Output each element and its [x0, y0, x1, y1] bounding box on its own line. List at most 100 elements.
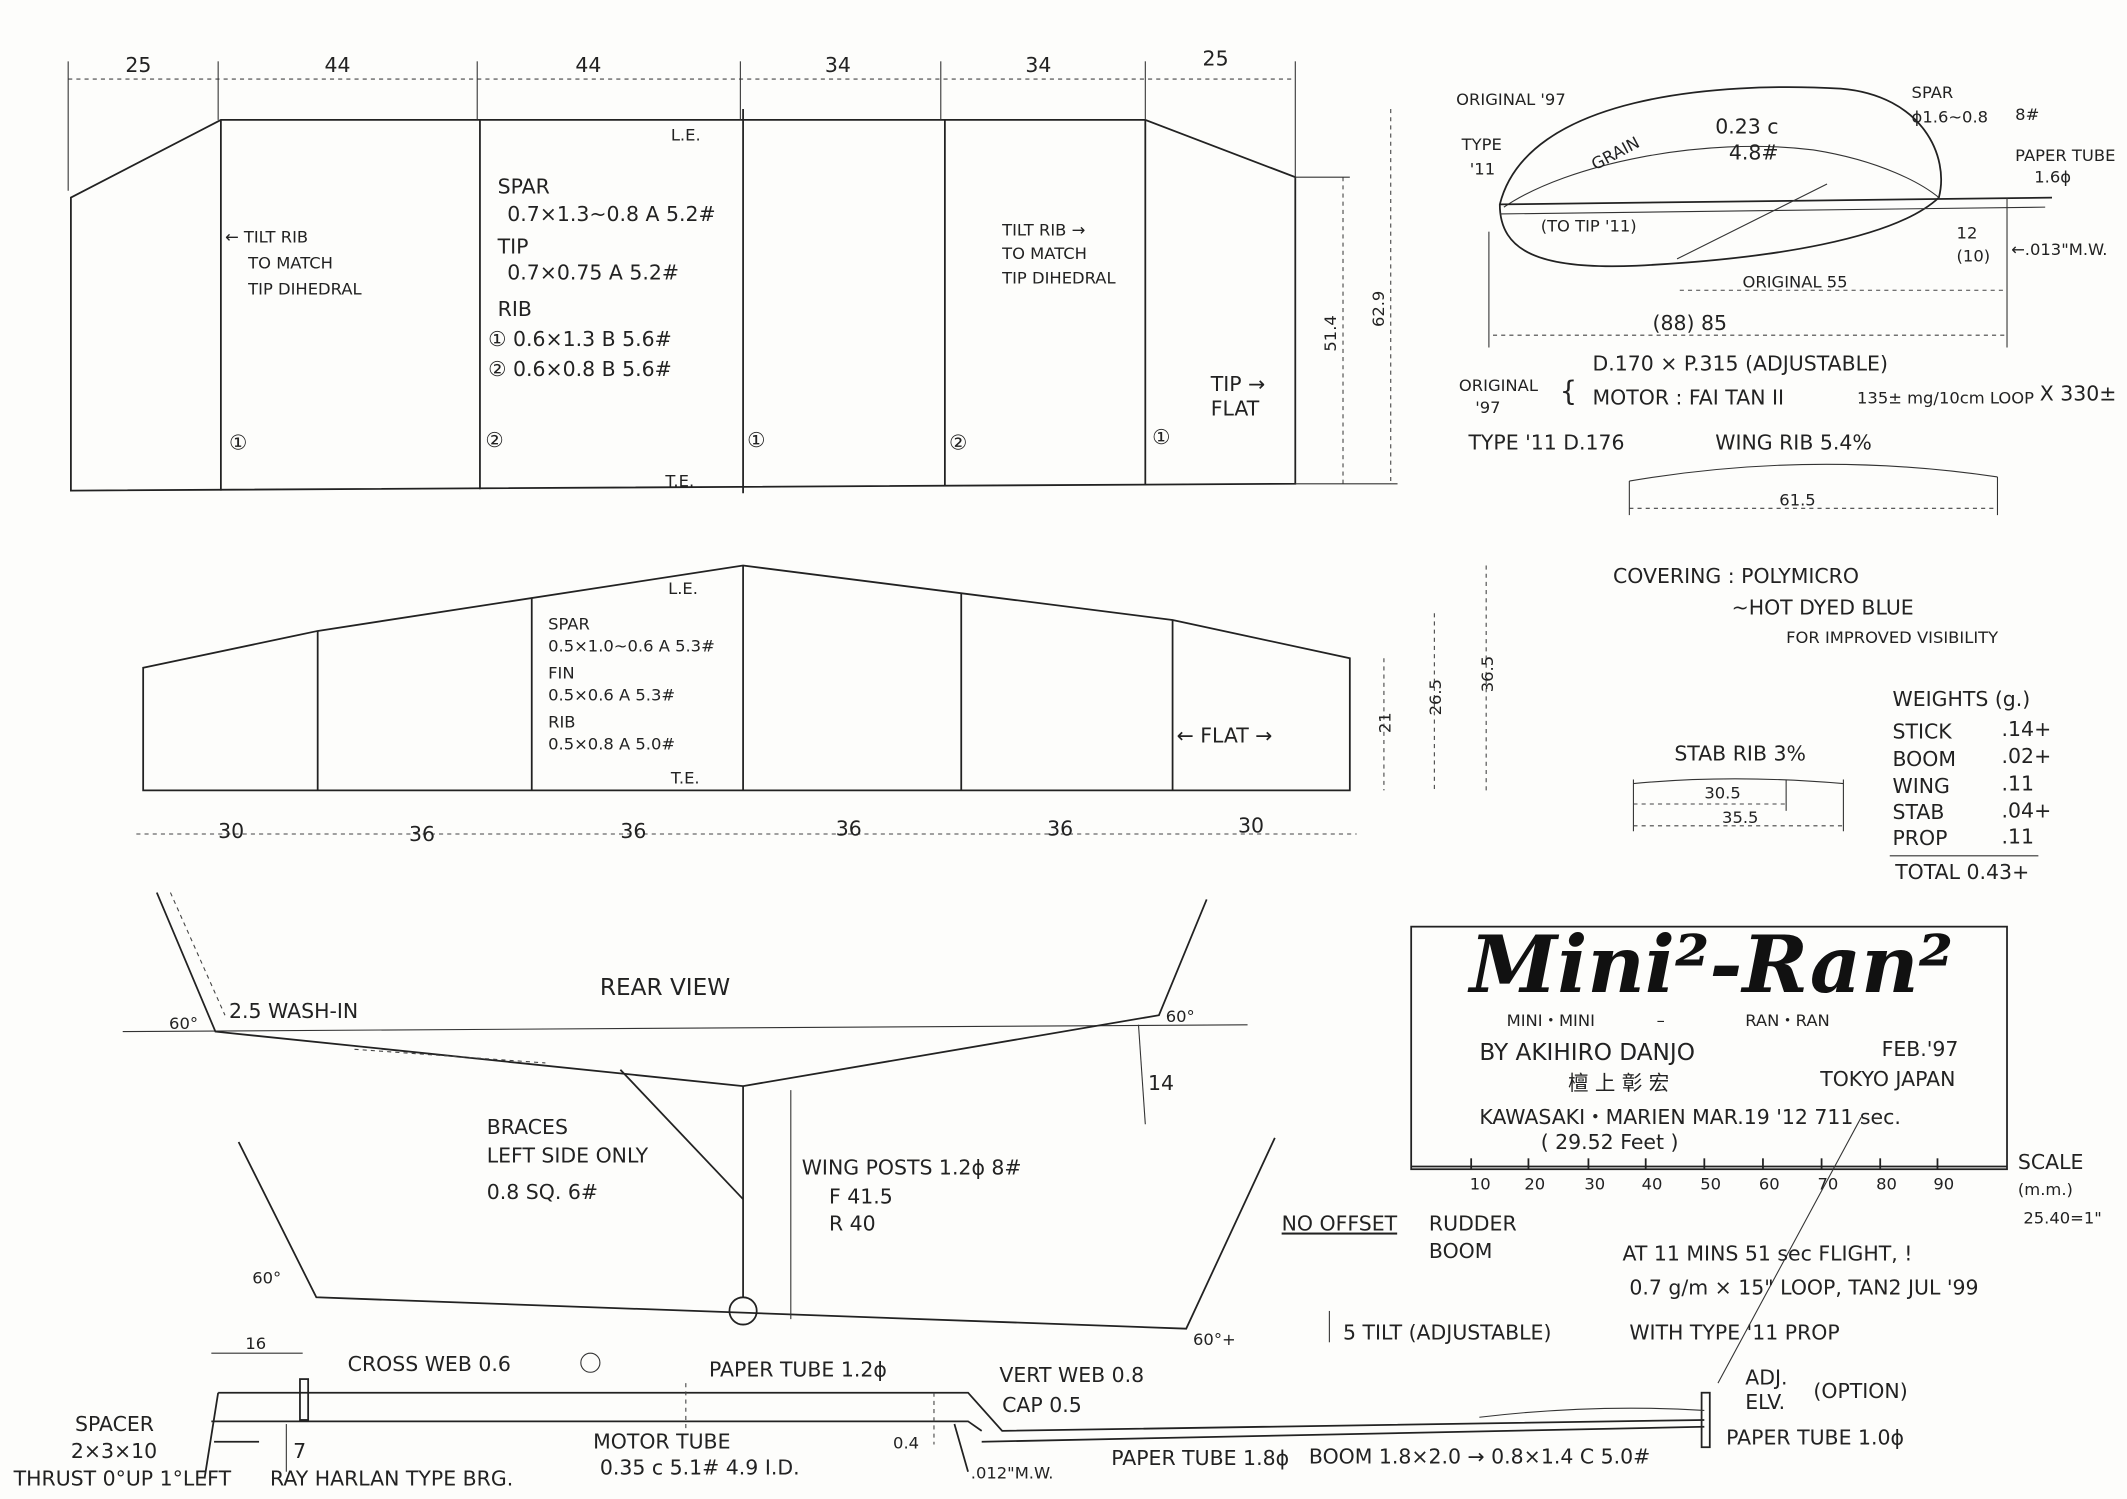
thrust-label: THRUST 0°UP 1°LEFT — [13, 1466, 232, 1490]
wing-dim-1: 25 — [125, 53, 151, 77]
braces-3: 0.8 SQ. 6# — [487, 1180, 598, 1204]
weight-value: .14+ — [2002, 717, 2052, 741]
bearing-height: 7 — [293, 1439, 306, 1463]
wing-dim-3: 44 — [575, 53, 601, 77]
fuselage-section — [728, 1296, 758, 1326]
spacer-size: 2×3×10 — [71, 1439, 157, 1463]
angle-label: 60° — [169, 1014, 198, 1033]
weight-label: STAB — [1892, 800, 1944, 824]
subtitle-2: – — [1657, 1011, 1665, 1030]
stab-outline — [142, 564, 1351, 792]
design-date: FEB.'97 — [1882, 1037, 1959, 1061]
wing-rib-length: 61.5 — [1779, 491, 1815, 510]
brace-symbol: { — [1560, 377, 1577, 408]
weights-title: WEIGHTS (g.) — [1892, 687, 2030, 711]
flight-note-line: 0.7 g/m × 15" LOOP, TAN2 JUL '99 — [1629, 1276, 1978, 1300]
gap-label: 0.4 — [893, 1434, 919, 1453]
wing-rib-profile — [1629, 463, 1998, 482]
stab-chord-tip: 21 — [1376, 712, 1395, 733]
spec-line: SPAR — [548, 615, 590, 634]
stab-chord-mid: 26.5 — [1426, 679, 1445, 715]
wing-plan: 25 44 44 34 34 25 L.E. T.E. 51.4 62.9 ← … — [67, 46, 1398, 494]
angle-label: 60°+ — [1193, 1330, 1236, 1349]
type11-diameter: TYPE '11 D.176 — [1467, 431, 1624, 455]
weight-label: STICK — [1892, 720, 1952, 744]
spec-line: 0.7×1.3~0.8 A 5.2# — [507, 202, 715, 226]
wing-rib-label: WING RIB 5.4% — [1715, 431, 1872, 455]
spec-line: 0.5×1.0~0.6 A 5.3# — [548, 636, 715, 655]
scale-ratio: 25.40=1" — [2023, 1209, 2101, 1228]
spec-line: ② 0.6×0.8 B 5.6# — [488, 357, 672, 381]
type11-label-1: TYPE — [1461, 135, 1502, 154]
weight-label: PROP — [1892, 826, 1947, 850]
wing-dim-5: 34 — [1025, 53, 1051, 77]
wing-posts-1: WING POSTS 1.2ϕ 8# — [802, 1156, 1022, 1180]
weight-value: .02+ — [2002, 744, 2052, 768]
spec-line: TIP — [497, 234, 529, 258]
spec-line: 0.5×0.6 A 5.3# — [548, 685, 675, 704]
covering-note: COVERING : POLYMICRO ~HOT DYED BLUE FOR … — [1613, 564, 1999, 647]
title-block: Mini²-Ran² MINI・MINI – RAN・RAN BY AKIHIR… — [1410, 918, 2102, 1228]
tilt-label: 5 TILT (ADJUSTABLE) — [1343, 1321, 1551, 1345]
to-tip-label: (TO TIP '11) — [1541, 217, 1637, 236]
paper-tube-size: 1.6ϕ — [2034, 168, 2071, 187]
bearing-label: RAY HARLAN TYPE BRG. — [270, 1466, 513, 1490]
wing-dim-2: 44 — [325, 53, 351, 77]
stab-spec: SPAR 0.5×1.0~0.6 A 5.3# FIN 0.5×0.6 A 5.… — [548, 615, 715, 754]
braces-1: BRACES — [487, 1115, 568, 1139]
prop-spar-size: ϕ1.6~0.8 — [1912, 108, 1988, 127]
spec-line: FIN — [548, 664, 574, 683]
model-title: Mini²-Ran² — [1467, 918, 1953, 1011]
wing-le-label: L.E. — [671, 125, 701, 144]
cross-web-label: CROSS WEB 0.6 — [348, 1352, 511, 1376]
propeller-drawing: ORIGINAL '97 TYPE '11 GRAIN 0.23 c 4.8# … — [1456, 83, 2116, 516]
tilt-rib-left-3: TIP DIHEDRAL — [247, 279, 362, 298]
braces-2: LEFT SIDE ONLY — [487, 1143, 649, 1167]
blade-thickness: 0.23 c — [1715, 115, 1778, 139]
stab-dim-5: 36 — [1047, 816, 1073, 840]
prop-spec-2: MOTOR : FAI TAN II — [1593, 386, 1785, 410]
scale-tick: 80 — [1876, 1175, 1897, 1194]
tilt-rib-right-2: TO MATCH — [1001, 244, 1087, 263]
scale-tick: 30 — [1584, 1175, 1605, 1194]
dihedral-rise: 14 — [1148, 1071, 1174, 1095]
type11-label-2: '11 — [1470, 159, 1495, 178]
paper-tube-12-label: PAPER TUBE 1.2ϕ — [709, 1357, 887, 1381]
subtitle-3: RAN・RAN — [1745, 1011, 1830, 1030]
wing-chord-dimensions: 51.4 62.9 — [1295, 109, 1398, 485]
rudder — [1700, 1391, 1711, 1449]
scale-unit: (m.m.) — [2018, 1180, 2073, 1199]
paper-tube-18-label: PAPER TUBE 1.8ϕ — [1111, 1446, 1289, 1470]
scale-tick: 90 — [1933, 1175, 1954, 1194]
fuselage-side-view: 16 CROSS WEB 0.6 PAPER TUBE 1.2ϕ VERT WE… — [13, 1334, 1908, 1490]
prop-spec-1: D.170 × P.315 (ADJUSTABLE) — [1593, 352, 1888, 376]
stab-dim-2: 36 — [409, 822, 435, 846]
cg-symbol — [580, 1352, 601, 1373]
no-offset-label: NO OFFSET — [1282, 1212, 1398, 1236]
weights-table: WEIGHTS (g.) STICK .14+ BOOM .02+ WING .… — [1889, 687, 2052, 884]
rear-view-title: REAR VIEW — [600, 974, 730, 1001]
weights-total: TOTAL 0.43+ — [1894, 860, 2029, 884]
spec-line: SPAR — [498, 175, 550, 199]
prop-blade-type11 — [1503, 145, 1940, 208]
wing-chord-root: 62.9 — [1369, 291, 1388, 327]
blade-density: 4.8# — [1729, 140, 1779, 164]
wing-posts-3: R 40 — [829, 1212, 876, 1236]
no-offset-boom: BOOM — [1429, 1239, 1492, 1263]
elv-label: ELV. — [1745, 1390, 1785, 1414]
rib-marker: ② — [949, 431, 967, 455]
wing-spec: SPAR 0.7×1.3~0.8 A 5.2# TIP 0.7×0.75 A 5… — [488, 175, 716, 382]
covering-line: COVERING : POLYMICRO — [1613, 564, 1859, 588]
stab-te-label: T.E. — [670, 769, 700, 788]
motor-tube-spec: 0.35 c 5.1# 4.9 I.D. — [600, 1455, 800, 1479]
angle-label: 60° — [1166, 1007, 1195, 1026]
weight-label: WING — [1892, 774, 1949, 798]
spacer-label: SPACER — [75, 1412, 154, 1436]
wing-dim-6: 25 — [1203, 46, 1229, 70]
dim-12: 12 — [1957, 223, 1978, 242]
scale-tick: 40 — [1642, 1175, 1663, 1194]
original-55-label: ORIGINAL 55 — [1743, 273, 1848, 292]
prop-spar-label: SPAR — [1912, 83, 1954, 102]
tip-flat-2: FLAT — [1211, 397, 1260, 421]
motor-weight: 135± mg/10cm LOOP — [1857, 388, 2034, 407]
